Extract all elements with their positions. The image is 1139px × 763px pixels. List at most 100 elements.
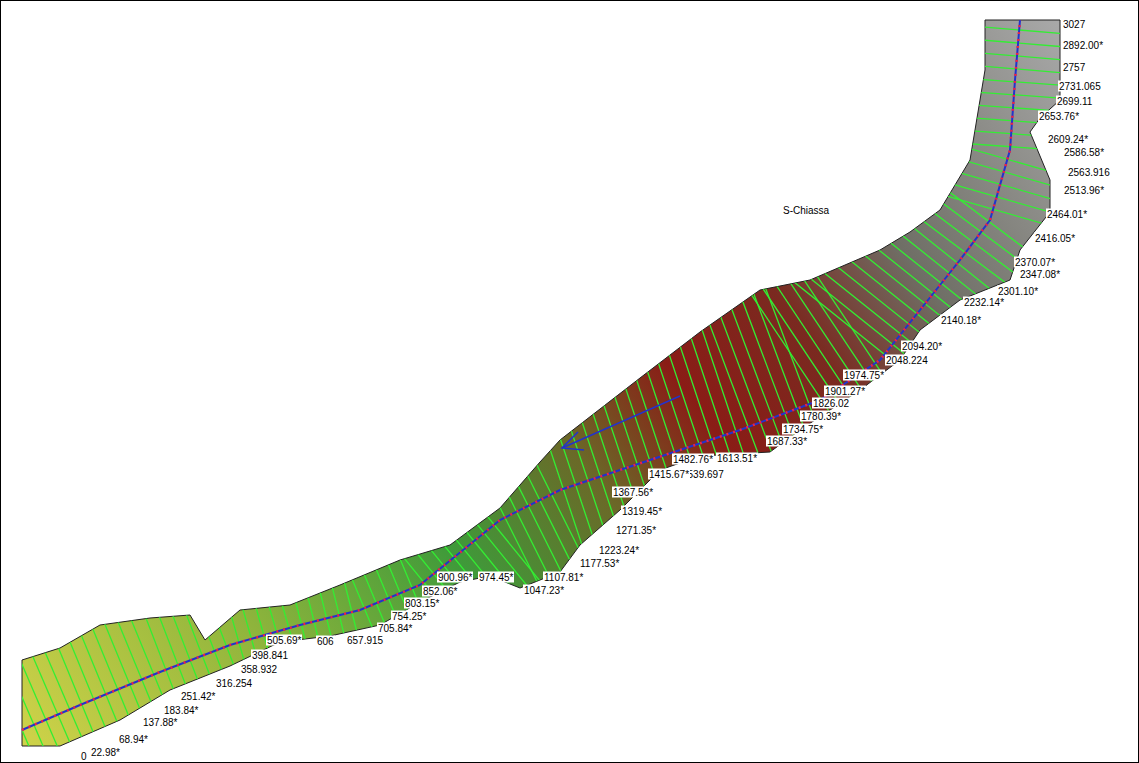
cross-section-line (99, 460, 257, 763)
cross-section-line (791, 131, 1139, 162)
station-label: 1482.76* (672, 454, 714, 465)
station-label: 2609.24* (1047, 134, 1089, 145)
station-label: 657.915 (346, 635, 384, 646)
station-label: 1415.67* (648, 469, 690, 480)
station-label: 1367.56* (612, 487, 654, 498)
cross-section-line (742, 187, 986, 553)
cross-section-line (813, 90, 1139, 354)
cross-section-line (797, 110, 1139, 374)
cross-section-line (292, 400, 461, 763)
cross-section-line (280, 405, 449, 763)
cross-section-line (798, 38, 1139, 75)
station-label: 1319.45* (621, 506, 663, 517)
cross-section-line (70, 471, 238, 763)
cross-section-line (0, 518, 133, 763)
station-label: 1613.51* (716, 453, 758, 464)
cross-section-line (0, 513, 145, 763)
cross-section-line (299, 399, 406, 763)
cross-section-line (191, 427, 312, 763)
cross-section-line (216, 420, 337, 763)
cross-section-line (123, 450, 281, 763)
station-label: 1826.02 (812, 398, 850, 409)
cross-section-line (0, 528, 109, 763)
station-label: 1780.39* (800, 411, 842, 422)
cross-section-line (316, 390, 485, 763)
station-label: 705.84* (377, 623, 413, 634)
cross-section-line (87, 464, 245, 763)
station-label: 1687.33* (766, 436, 808, 447)
station-label: 2892.00* (1062, 40, 1104, 51)
station-label: 183.84* (163, 705, 199, 716)
station-label: 1223.24* (598, 545, 640, 556)
station-label: 2699.11 (1056, 96, 1093, 107)
station-label: 2232.14* (963, 297, 1005, 308)
station-label: 1734.75* (782, 424, 824, 435)
station-label: 754.25* (391, 611, 427, 622)
cross-section-line (792, 118, 1139, 149)
cross-section-line (0, 501, 166, 763)
cross-section-line (261, 408, 368, 763)
station-label: 398.841 (251, 650, 289, 661)
station-label: 505.69* (266, 635, 302, 646)
cross-section-line (111, 455, 269, 763)
station-label: 2653.76* (1038, 111, 1080, 122)
station-label: 2301.10* (997, 286, 1039, 297)
station-label: 2370.07* (1014, 257, 1056, 268)
station-label: 358.932 (240, 664, 278, 675)
station-label: 2757 (1062, 62, 1086, 73)
station-label: 1271.35* (615, 525, 657, 536)
station-label: 1901.27* (824, 386, 866, 397)
station-label: 1974.75* (843, 370, 885, 381)
station-label: 2416.05* (1034, 233, 1076, 244)
cross-section-line (286, 402, 393, 763)
cross-section-line (135, 446, 293, 763)
station-label: 2563.916 (1067, 167, 1111, 178)
cross-section-line (731, 195, 975, 561)
cross-section-line (792, 111, 1139, 232)
cross-section-line (328, 385, 497, 763)
station-label: 137.88* (142, 717, 178, 728)
cross-section-line (228, 417, 349, 763)
station-label: 251.42* (180, 691, 216, 702)
station-label: 803.15* (404, 598, 440, 609)
cross-section-line (713, 217, 1057, 492)
station-label: 606 (316, 636, 335, 647)
cross-section-line (147, 441, 305, 763)
cross-section-line (46, 481, 214, 763)
station-label: 2140.18* (940, 315, 982, 326)
station-label: 852.06* (422, 586, 458, 597)
cross-section-line (795, 79, 1139, 110)
station-label: 3027 (1062, 19, 1086, 30)
cross-section-line (799, 25, 1139, 62)
river-name: S-Chiassa (782, 205, 830, 216)
station-label: 2513.96* (1063, 185, 1105, 196)
station-label: 900.96* (437, 572, 473, 583)
cross-section-line (785, 136, 1139, 257)
cross-section-line (248, 411, 355, 763)
station-label: 68.94* (118, 734, 149, 745)
cross-section-line (796, 99, 1139, 220)
cross-section-line (805, 100, 1139, 364)
cross-section-line (782, 149, 1139, 270)
station-label: 2094.20* (901, 341, 943, 352)
cross-section-line (304, 395, 473, 763)
station-label: 2586.58* (1063, 147, 1105, 158)
cross-section-line (0, 507, 157, 763)
cross-section-line (793, 105, 1139, 136)
station-label: 1177.53* (579, 558, 620, 569)
cross-section-line (794, 92, 1139, 123)
station-label: 1107.81* (543, 572, 584, 583)
cross-section-line (795, 66, 1139, 97)
station-label: 974.45* (478, 572, 514, 583)
station-label: 2048.224 (885, 355, 929, 366)
cross-section-line (58, 476, 226, 763)
station-label: 316.254 (215, 678, 253, 689)
cross-section-line (699, 216, 943, 582)
station-label: 2464.01* (1046, 209, 1088, 220)
station-label: 22.98* (90, 747, 121, 758)
station-label: 2731.065 (1058, 81, 1102, 92)
station-label: 0 (80, 750, 88, 761)
station-label: 1047.23* (523, 585, 565, 596)
cross-section-line (789, 124, 1139, 245)
